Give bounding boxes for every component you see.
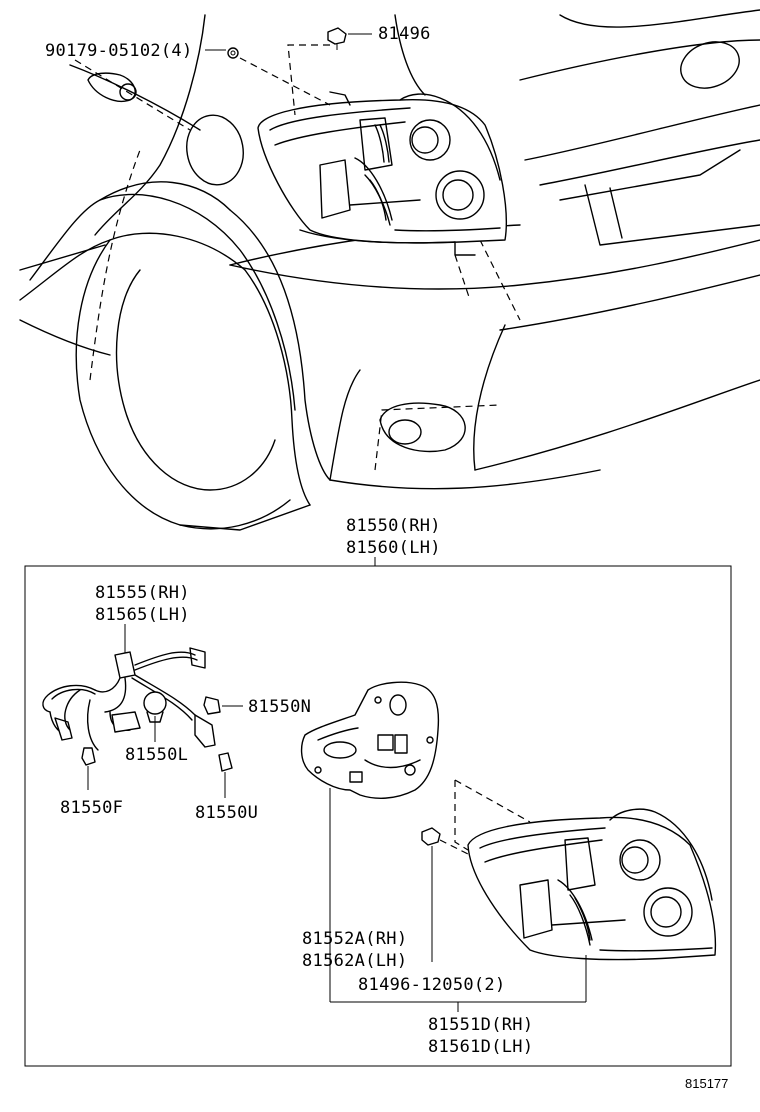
label-assy-rh: 81550(RH) [346,516,441,536]
socket-and-wire [42,647,216,751]
label-bulb-u: 81550U [195,803,258,823]
figure-id: 815177 [685,1076,728,1091]
tail-lamp-installed [257,91,507,301]
bulb-81550f [81,747,96,790]
label-gasket-lh: 81562A(LH) [302,951,407,971]
label-bolt-upper: 90179-05102(4) [45,41,193,61]
label-assy-lh: 81560(LH) [346,538,441,558]
lens-bracket [330,955,587,1012]
clip-81496 [287,27,372,116]
car-body-outline [19,9,760,531]
bolt-90179-05102 [205,47,331,106]
label-bulb-l: 81550L [125,745,188,765]
bulb-81550u [218,752,233,798]
lens-81551d [454,779,717,961]
bulb-81550n [203,696,243,715]
label-screw: 81496-12050(2) [358,975,506,995]
screw-81496-12050 [421,827,471,962]
label-bulb-n: 81550N [248,697,311,717]
label-gasket-rh: 81552A(RH) [302,929,407,949]
label-socket-rh: 81555(RH) [95,583,190,603]
label-socket-lh: 81565(LH) [95,605,190,625]
label-lens-rh: 81551D(RH) [428,1015,533,1035]
assembly-box [24,565,732,1067]
label-bulb-f: 81550F [60,798,123,818]
gasket-81552a [300,681,440,799]
label-lens-lh: 81561D(LH) [428,1037,533,1057]
label-clip-upper: 81496 [378,24,431,44]
